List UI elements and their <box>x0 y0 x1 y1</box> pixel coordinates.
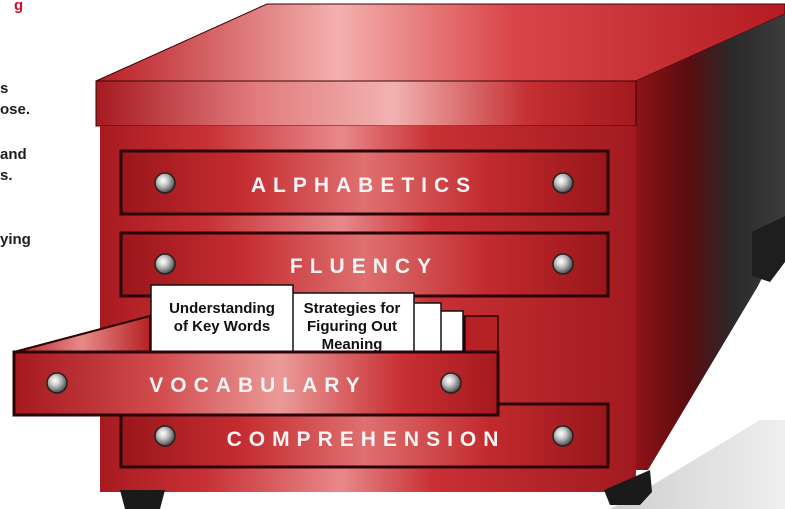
drawer-vocabulary <box>12 350 500 417</box>
knob-icon <box>154 172 176 194</box>
index-card-strategies <box>289 292 415 353</box>
side-text-line-1: g <box>14 0 24 14</box>
side-text-line-3: ose. <box>0 101 31 118</box>
drawer-label-comprehension: COMPREHENSION <box>227 428 506 451</box>
cabinet-side <box>636 14 785 470</box>
drawer-label-fluency: FLUENCY <box>290 255 438 278</box>
knob-icon <box>154 253 176 275</box>
side-text-line-2: s <box>0 80 9 97</box>
drawer-label-vocabulary: VOCABULARY <box>149 374 366 397</box>
knob-icon <box>46 372 68 394</box>
cabinet-top-lip <box>95 80 637 127</box>
card-strategies-line-2: Figuring Out <box>307 318 397 335</box>
knob-icon <box>440 372 462 394</box>
side-text-line-6: ying <box>0 231 31 248</box>
front-left-leg <box>120 490 165 509</box>
drawer-alphabetics <box>119 149 610 216</box>
knob-icon <box>552 172 574 194</box>
knob-icon <box>552 425 574 447</box>
back-leg <box>752 216 785 282</box>
front-right-leg <box>604 470 652 505</box>
side-text-line-5: s. <box>0 167 13 184</box>
card-strategies-line-3: Meaning <box>322 336 383 353</box>
card-strategies-line-1: Strategies for <box>304 300 401 317</box>
open-drawer-right-wall <box>464 315 499 353</box>
open-drawer-left-wall <box>13 314 151 353</box>
drawer-label-alphabetics: ALPHABETICS <box>251 174 477 197</box>
card-key-words-line-2: of Key Words <box>174 318 270 335</box>
index-card-back-1 <box>412 302 442 353</box>
card-key-words-line-1: Understanding <box>169 300 275 317</box>
knob-icon <box>154 425 176 447</box>
knob-icon <box>552 253 574 275</box>
side-text-line-4: and <box>0 146 27 163</box>
floor-shadow <box>610 420 785 509</box>
